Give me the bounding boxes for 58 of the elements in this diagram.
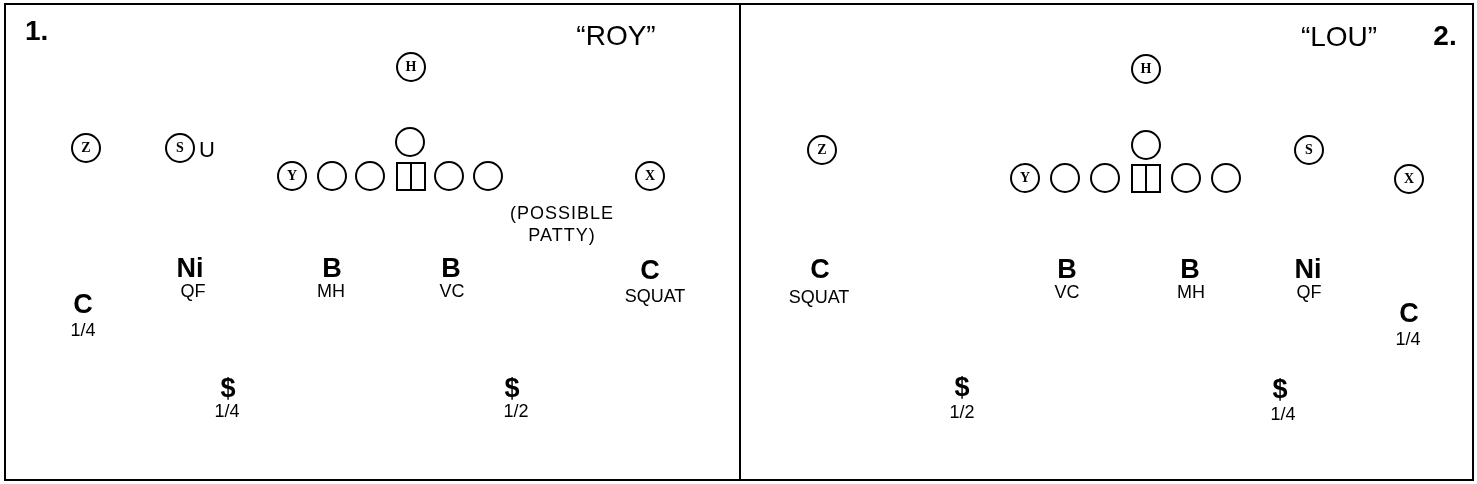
coverage-label: QF [180, 282, 206, 300]
coverage-label: 1/4 [1270, 405, 1296, 423]
coverage-label: 1/2 [503, 402, 529, 420]
play-name: “ROY” [576, 22, 656, 50]
defender-label: B [1057, 255, 1077, 283]
defender-label: C [1399, 299, 1419, 327]
play-name: “LOU” [1300, 23, 1378, 51]
position-letter: U [199, 139, 215, 161]
coverage-label: 1/2 [949, 403, 975, 421]
player-circle [1211, 163, 1241, 193]
player-circle [434, 161, 464, 191]
coverage-label: 1/4 [214, 402, 240, 420]
defender-label: B [322, 254, 342, 282]
center-square [396, 162, 426, 191]
panel-number: 1. [25, 17, 49, 45]
player-circle: X [635, 161, 665, 191]
coverage-label: 1/4 [1395, 330, 1421, 348]
player-circle [395, 127, 425, 157]
coverage-label: MH [1177, 283, 1205, 301]
coverage-label: SQUAT [788, 288, 850, 306]
player-circle [1050, 163, 1080, 193]
coverage-label: 1/4 [70, 321, 96, 339]
defender-label: $ [1272, 375, 1288, 403]
player-circle: H [396, 52, 426, 82]
player-circle: S [1294, 135, 1324, 165]
player-circle: X [1394, 164, 1424, 194]
player-circle [1171, 163, 1201, 193]
player-circle [473, 161, 503, 191]
note-text: (POSSIBLE PATTY) [510, 202, 614, 246]
panel-number: 2. [1433, 22, 1457, 50]
defender-label: B [441, 254, 461, 282]
diagram-panel [739, 3, 1474, 481]
player-circle: Y [1010, 163, 1040, 193]
player-circle: S [165, 133, 195, 163]
defender-label: $ [954, 373, 970, 401]
defender-label: C [73, 290, 93, 318]
coverage-label: VC [439, 282, 465, 300]
coverage-label: MH [317, 282, 345, 300]
defender-label: $ [504, 374, 520, 402]
defender-label: Ni [176, 254, 204, 282]
player-circle: Z [807, 135, 837, 165]
player-circle: H [1131, 54, 1161, 84]
defender-label: Ni [1294, 255, 1322, 283]
player-circle: Z [71, 133, 101, 163]
diagram-panel [4, 3, 741, 481]
player-circle [317, 161, 347, 191]
coverage-label: QF [1296, 283, 1322, 301]
defender-label: C [640, 256, 660, 284]
defender-label: $ [220, 374, 236, 402]
defender-label: B [1180, 255, 1200, 283]
player-circle [355, 161, 385, 191]
player-circle: Y [277, 161, 307, 191]
player-circle [1090, 163, 1120, 193]
defender-label: C [810, 255, 830, 283]
player-circle [1131, 130, 1161, 160]
center-square [1131, 164, 1161, 193]
coverage-label: SQUAT [624, 287, 686, 305]
coverage-label: VC [1054, 283, 1080, 301]
